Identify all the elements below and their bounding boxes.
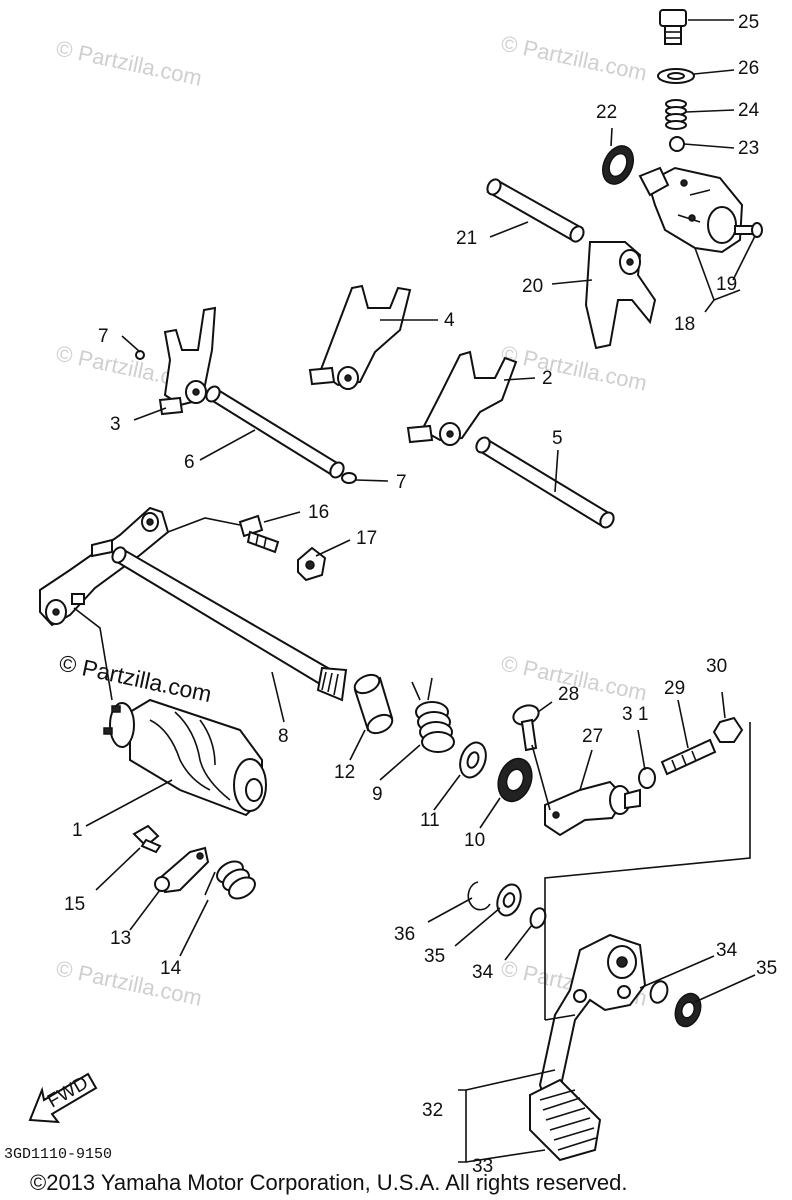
part-36-circlip: [467, 881, 491, 911]
part-24-spring: [665, 99, 687, 130]
callout-18: 18: [674, 314, 695, 335]
part-20-fork: [584, 241, 657, 350]
part-35-washer: [496, 883, 522, 917]
part-8-shaft: [111, 546, 348, 702]
part-19-pin: [734, 222, 763, 238]
watermark-strong: © Partzilla.com: [57, 649, 214, 707]
callout-25: 25: [738, 12, 759, 33]
callout-7a: 7: [98, 326, 109, 347]
callout-6: 6: [184, 452, 195, 473]
part-30-nut: [712, 716, 744, 743]
callout-31: 3 1: [622, 704, 648, 725]
callout-16: 16: [308, 502, 329, 523]
callout-27: 27: [582, 726, 603, 747]
callout-9: 9: [372, 784, 383, 805]
watermark: © Partzilla.com: [499, 340, 649, 395]
callout-35a: 35: [424, 946, 445, 967]
fwd-label: FWD: [44, 1073, 92, 1113]
callout-34b: 34: [716, 940, 738, 961]
callout-20: 20: [522, 276, 543, 297]
part-12-collar: [353, 673, 394, 735]
callout-2: 2: [542, 368, 553, 389]
watermark: © Partzilla.com: [54, 35, 204, 90]
part-10-bearing: [497, 757, 533, 803]
callout-24: 24: [738, 100, 760, 121]
parts-layer: [39, 9, 763, 1162]
callout-8: 8: [278, 726, 289, 747]
callout-28: 28: [558, 684, 579, 705]
callout-13: 13: [110, 928, 131, 949]
callout-36: 36: [394, 924, 415, 945]
callout-5: 5: [552, 428, 563, 449]
part-32-shift-pedal: [538, 933, 647, 1102]
diagram-code: 3GD1110-9150: [4, 1146, 112, 1163]
callout-12: 12: [334, 762, 355, 783]
callout-15: 15: [64, 894, 85, 915]
part-23-ball: [669, 136, 685, 152]
copyright-notice: ©2013 Yamaha Motor Corporation, U.S.A. A…: [30, 1170, 627, 1195]
part-1-shift-drum: [103, 698, 267, 817]
part-35-washer: [674, 992, 702, 1028]
part-7-clip: [341, 472, 357, 484]
callout-7b: 7: [396, 472, 407, 493]
callout-1: 1: [72, 820, 83, 841]
part-14-spring: [204, 860, 256, 900]
part-11-washer: [459, 741, 487, 779]
callout-4: 4: [444, 310, 455, 331]
part-17-stopper: [297, 546, 327, 582]
fwd-arrow: FWD: [28, 1073, 98, 1124]
part-25-bolt: [659, 9, 687, 45]
callout-14: 14: [160, 958, 182, 979]
part-16-bolt: [238, 514, 280, 554]
callout-23: 23: [738, 138, 759, 159]
part-18-segment: [638, 166, 744, 254]
callout-29: 29: [664, 678, 685, 699]
part-21-shaft: [486, 178, 585, 243]
callout-30: 30: [706, 656, 727, 677]
part-33-footpeg: [529, 1078, 602, 1162]
callout-35b: 35: [756, 958, 777, 979]
part-9-spring: [411, 677, 455, 753]
callout-33: 33: [472, 1156, 493, 1177]
part-28-bolt: [512, 704, 540, 752]
callout-10: 10: [464, 830, 485, 851]
part-15-bolt: [132, 824, 162, 854]
callout-17: 17: [356, 528, 377, 549]
watermark: © Partzilla.com: [54, 955, 204, 1010]
callout-labels: 1 2 3 4 5 6 7 7 8 9 10 11 12 13 14 15 16…: [64, 12, 777, 1177]
part-29-rod: [660, 738, 717, 776]
callout-3: 3: [110, 414, 121, 435]
part-27-lever: [544, 780, 641, 837]
part-2-fork: [406, 350, 518, 446]
watermark: © Partzilla.com: [499, 30, 649, 85]
part-7-clip: [135, 350, 145, 360]
part-6-shaft: [205, 385, 345, 479]
callout-32: 32: [422, 1100, 443, 1121]
part-34-oring: [649, 980, 669, 1004]
callout-21: 21: [456, 228, 477, 249]
part-5-shaft: [475, 436, 615, 529]
callout-26: 26: [738, 58, 759, 79]
part-31-nut: [638, 767, 656, 789]
callout-22: 22: [596, 102, 617, 123]
callout-11: 11: [420, 810, 440, 831]
leader-lines: [73, 19, 756, 1163]
callout-19: 19: [716, 274, 737, 295]
part-4-fork: [308, 284, 412, 390]
callout-34a: 34: [472, 962, 494, 983]
part-22-seal: [602, 145, 634, 185]
part-shift-plate: [39, 506, 170, 627]
part-13-arm: [154, 846, 210, 894]
